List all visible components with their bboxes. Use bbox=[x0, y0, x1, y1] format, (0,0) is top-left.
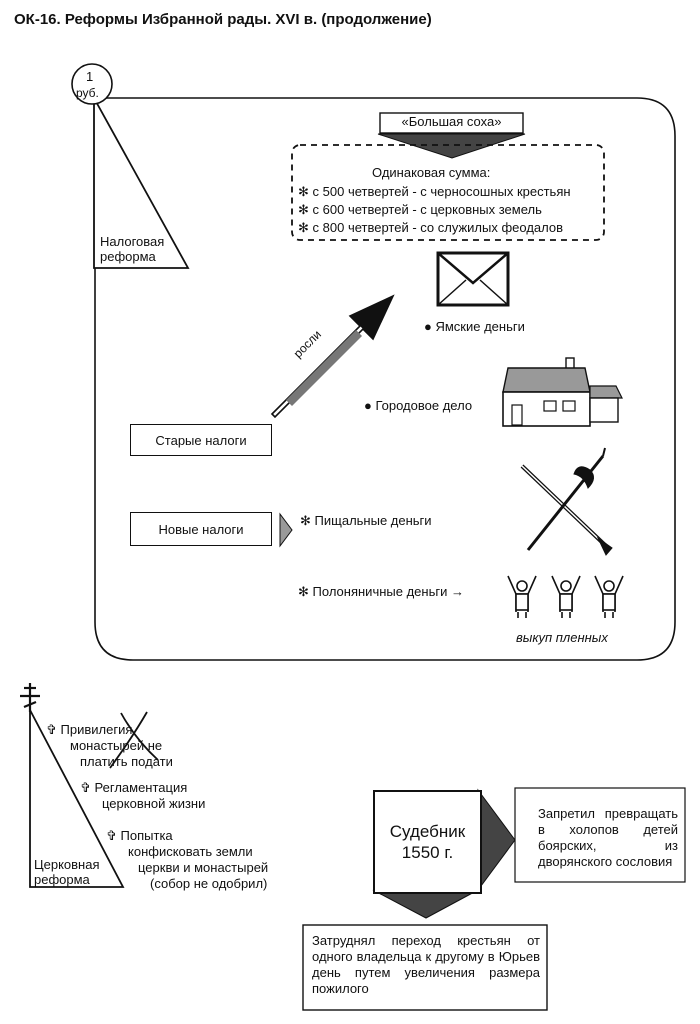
cross-bullet-icon: ✞ bbox=[80, 780, 91, 795]
polonyanichnye-item: ✻ Полоняничные деньги → bbox=[298, 584, 464, 599]
tax-reform-label-1: Налоговая bbox=[100, 234, 165, 249]
church-item-2-line1: ✞ Регламентация bbox=[80, 780, 188, 795]
tax-reform-label-2: реформа bbox=[100, 249, 156, 264]
right-arrow-icon: → bbox=[450, 584, 464, 599]
church-reform-label-1: Церковная bbox=[34, 857, 100, 872]
bullet-dot: ● bbox=[364, 398, 372, 413]
house-icon bbox=[502, 357, 623, 427]
sudebnik-year: 1550 г. bbox=[401, 843, 454, 862]
coin-unit: руб. bbox=[76, 86, 99, 100]
church-item-3-line1: ✞ Попытка bbox=[106, 828, 173, 843]
sokha-header-box bbox=[379, 112, 524, 134]
coin-icon bbox=[71, 63, 113, 105]
sokha-title: «Большая соха» bbox=[401, 114, 502, 129]
church-item-3-line3: церкви и монастырей bbox=[138, 860, 269, 875]
yamskie-item: ● Ямские деньги bbox=[424, 319, 525, 334]
sokha-item-1: ✻ с 500 четвертей - с черносошных кресть… bbox=[298, 184, 571, 199]
church-reform-triangle bbox=[29, 709, 125, 888]
weapons-icon bbox=[520, 447, 613, 556]
tax-reform-triangle bbox=[93, 97, 190, 269]
sokha-item-2: ✻ с 600 четвертей - с церковных земель bbox=[298, 202, 542, 217]
bullet-dot: ● bbox=[424, 319, 432, 334]
sudebnik-bottom-box bbox=[302, 924, 548, 1011]
ransom-label: выкуп пленных bbox=[516, 630, 608, 645]
asterisk-icon: ✻ bbox=[298, 220, 309, 235]
sokha-dashed-box bbox=[291, 144, 605, 241]
sudebnik-right-text: Запретил превращать в холопов детей бояр… bbox=[538, 806, 678, 869]
church-item-3-line2: конфисковать земли bbox=[128, 844, 253, 859]
prisoners-icon bbox=[507, 575, 624, 618]
pishchalnye-item: ✻ Пищальные деньги bbox=[300, 513, 432, 528]
church-item-3-line4: (собор не одобрил) bbox=[150, 876, 268, 891]
church-item-1-line3: платить подати bbox=[80, 754, 173, 769]
tax-reform-frame bbox=[94, 97, 676, 661]
church-item-2-line2: церковной жизни bbox=[102, 796, 206, 811]
church-item-1-line2: монастырей не bbox=[70, 738, 163, 753]
cross-bullet-icon: ✞ bbox=[106, 828, 117, 843]
sudebnik-bottom-text: Затруднял переход крестьян от одного вла… bbox=[312, 933, 540, 996]
church-item-1-line1: ✞ Привилегия bbox=[46, 722, 133, 737]
sudebnik-box: Судебник 1550 г. bbox=[373, 790, 482, 894]
sokha-subtitle: Одинаковая сумма: bbox=[372, 165, 491, 180]
cross-bullet-icon: ✞ bbox=[46, 722, 57, 737]
sokha-item-3: ✻ с 800 четвертей - со служилых феодалов bbox=[298, 220, 564, 235]
new-taxes-box: Новые налоги bbox=[130, 512, 272, 546]
asterisk-icon: ✻ bbox=[298, 184, 309, 199]
asterisk-icon: ✻ bbox=[300, 513, 311, 528]
new-taxes-pointer bbox=[279, 512, 293, 548]
asterisk-icon: ✻ bbox=[298, 202, 309, 217]
sudebnik-right-box bbox=[514, 787, 686, 883]
asterisk-icon: ✻ bbox=[298, 584, 309, 599]
gorodovoe-item: ● Городовое дело bbox=[364, 398, 473, 413]
sokha-down-arrow bbox=[377, 133, 526, 159]
page-title: ОК-16. Реформы Избранной рады. XVI в. (п… bbox=[14, 11, 432, 28]
sudebnik-title: Судебник bbox=[389, 822, 466, 841]
orthodox-cross-icon bbox=[20, 683, 40, 712]
envelope-icon bbox=[436, 251, 510, 307]
sudebnik-down-arrow bbox=[372, 889, 479, 919]
church-reform-label-2: реформа bbox=[34, 872, 90, 887]
coin-number: 1 bbox=[86, 69, 94, 84]
crossed-out-mark bbox=[109, 711, 159, 769]
sudebnik-right-arrow bbox=[477, 788, 516, 892]
old-taxes-box: Старые налоги bbox=[130, 424, 272, 456]
